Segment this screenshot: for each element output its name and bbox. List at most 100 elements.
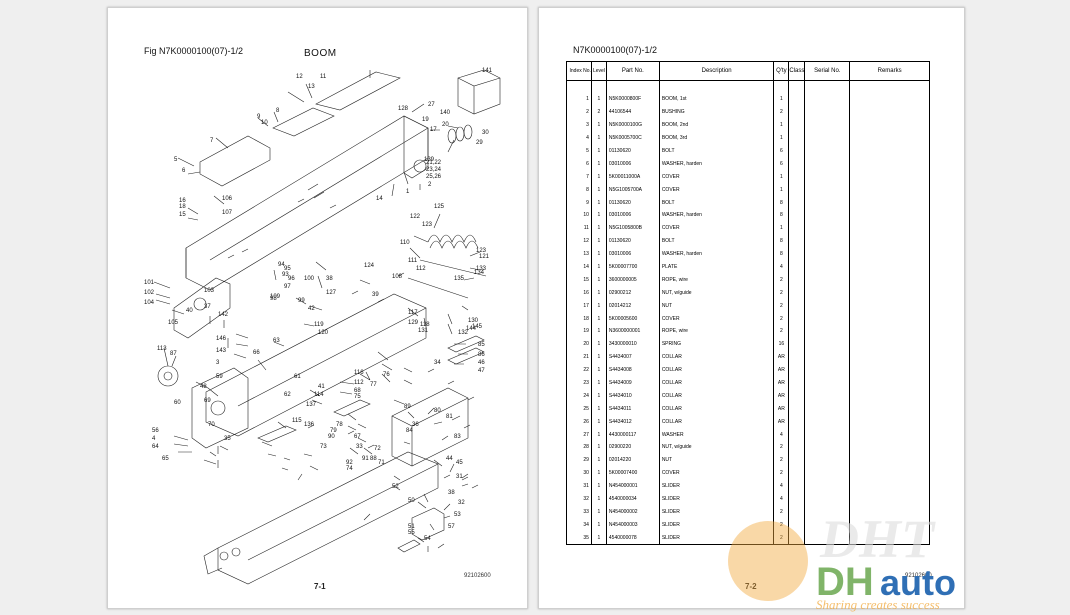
class-cell — [788, 312, 806, 326]
callout-number: 32 — [458, 500, 465, 506]
serial-cell — [804, 350, 851, 364]
callout-number: 57 — [448, 524, 455, 530]
col-serial: Serial No. — [804, 61, 851, 81]
part-no-cell: 4430000117 — [605, 428, 660, 442]
drawing-code: 92102600 — [464, 573, 491, 579]
qty-cell: 1 — [773, 131, 790, 145]
qty-cell: 8 — [773, 247, 790, 261]
level-cell: 1 — [590, 221, 607, 235]
class-cell — [788, 221, 806, 235]
callout-number: 25,26 — [426, 174, 442, 180]
description-cell: BOLT — [658, 196, 775, 210]
callout-number: 51 — [408, 524, 415, 530]
serial-cell — [804, 131, 851, 145]
description-cell: COLLAR — [658, 389, 775, 403]
callout-number: 89 — [404, 404, 411, 410]
qty-cell: 1 — [773, 93, 790, 106]
figure-name: BOOM — [304, 48, 337, 59]
level-cell: 1 — [590, 183, 607, 197]
callout-number: 73 — [320, 444, 327, 450]
callout-number: 142 — [218, 312, 229, 318]
serial-cell — [804, 453, 851, 467]
callout-number: 54 — [424, 536, 431, 542]
qty-cell: AR — [773, 389, 790, 403]
col-index: Index No. — [566, 61, 592, 81]
index-cell: 8 — [566, 183, 592, 197]
level-cell: 1 — [590, 402, 607, 416]
callout-number: 91 — [362, 456, 369, 462]
description-cell: BOOM, 2nd — [658, 118, 775, 132]
col-class: Class — [788, 61, 806, 81]
callout-number: 27 — [428, 102, 435, 108]
index-cell: 20 — [566, 337, 592, 351]
callout-number: 46 — [478, 360, 485, 366]
qty-cell: AR — [773, 376, 790, 390]
callout-number: 68 — [354, 388, 361, 394]
part-no-cell: 5K00005600 — [605, 312, 660, 326]
part-no-cell: N3600000001 — [605, 325, 660, 338]
description-cell: PLATE — [658, 260, 775, 274]
description-cell: SLIDER — [658, 505, 775, 519]
index-cell: 22 — [566, 363, 592, 377]
col-remarks: Remarks — [849, 61, 930, 81]
class-cell — [788, 479, 806, 493]
part-no-cell: 02014212 — [605, 299, 660, 313]
qty-cell: 1 — [773, 118, 790, 132]
serial-cell — [804, 505, 851, 519]
index-cell: 26 — [566, 415, 592, 429]
callout-number: 60 — [174, 400, 181, 406]
callout-number: 115 — [292, 418, 302, 424]
part-no-cell: N5K0005700C — [605, 131, 660, 145]
level-cell: 1 — [590, 93, 607, 106]
callout-number: 123 — [422, 222, 433, 228]
part-no-cell: 4540000034 — [605, 492, 660, 506]
part-no-cell: 03010006 — [605, 157, 660, 171]
qty-cell: 2 — [773, 518, 790, 532]
description-cell: SLIDER — [658, 518, 775, 532]
level-cell: 1 — [590, 234, 607, 248]
class-cell — [788, 209, 806, 222]
description-cell: BOLT — [658, 144, 775, 158]
callout-number: 1 — [406, 189, 410, 195]
description-cell: COLLAR — [658, 376, 775, 390]
level-cell: 1 — [590, 363, 607, 377]
description-cell: BOOM, 1st — [658, 93, 775, 106]
callout-number: 78 — [336, 422, 343, 428]
qty-cell: 6 — [773, 144, 790, 158]
callout-number: 21,22 — [426, 160, 442, 166]
index-cell: 30 — [566, 466, 592, 480]
remarks-cell — [849, 453, 930, 467]
class-cell — [788, 376, 806, 390]
part-no-cell: 5K00007700 — [605, 260, 660, 274]
callout-number: 33 — [356, 444, 363, 450]
callout-number: 116 — [354, 370, 364, 376]
serial-cell — [804, 221, 851, 235]
callout-number: 44 — [446, 456, 453, 462]
callout-number: 118 — [420, 322, 430, 328]
description-cell: NUT, w/guide — [658, 441, 775, 454]
cover-7 — [199, 135, 271, 187]
description-cell: WASHER, harden — [658, 247, 775, 261]
qty-cell: 2 — [773, 286, 790, 300]
part-no-cell: 02014220 — [605, 453, 660, 467]
remarks-cell — [849, 428, 930, 442]
index-cell: 35 — [566, 531, 592, 546]
index-cell: 33 — [566, 505, 592, 519]
index-cell: 32 — [566, 492, 592, 506]
serial-cell — [804, 325, 851, 338]
callout-number: 79 — [330, 428, 337, 434]
level-cell: 1 — [590, 531, 607, 546]
boom-3rd — [217, 451, 439, 585]
class-cell — [788, 389, 806, 403]
level-cell: 1 — [590, 389, 607, 403]
callout-number: 124 — [364, 263, 375, 269]
class-cell — [788, 247, 806, 261]
level-cell: 1 — [590, 157, 607, 171]
callout-number: 135 — [454, 276, 465, 282]
